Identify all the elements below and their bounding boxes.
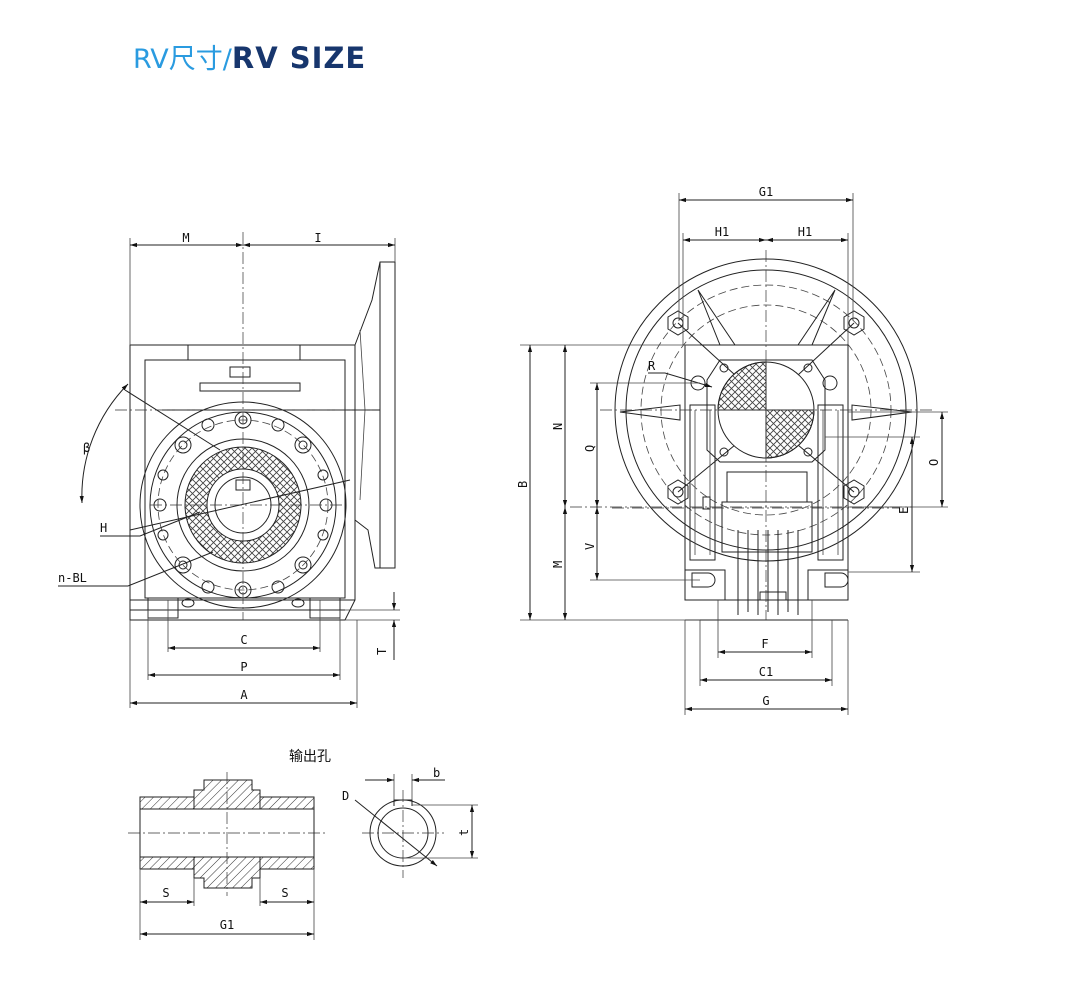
output-hole-caption: 输出孔 (289, 749, 331, 765)
front-view: G1 H1 H1 R B N M Q V (516, 185, 948, 715)
dim-label-G: G (762, 694, 769, 708)
page-title: RV尺寸/RV SIZE (133, 38, 366, 78)
front-corner-bolts (667, 310, 865, 505)
dim-label-M: M (182, 231, 189, 245)
dim-label-Q: Q (583, 445, 597, 452)
dim-label-B: B (516, 481, 530, 488)
dim-label-G1-hole: G1 (220, 918, 234, 932)
dim-label-C1: C1 (759, 665, 773, 679)
output-hole-section: S S G1 (128, 772, 326, 940)
dim-label-P: P (240, 660, 247, 674)
dim-label-H1-right: H1 (798, 225, 812, 239)
dim-label-b: b (433, 766, 440, 780)
dim-label-S-left: S (162, 886, 169, 900)
dim-label-R: R (648, 359, 656, 373)
side-view: M I β H n-BL C P A T (58, 231, 400, 708)
output-hole-view: 输出孔 S S G1 (128, 749, 478, 940)
dim-label-T: T (375, 648, 389, 655)
dim-label-D: D (342, 789, 349, 803)
output-hole-end-view: D b t (342, 766, 478, 878)
dim-label-C: C (240, 633, 247, 647)
side-housing (129, 261, 396, 621)
side-flange (115, 232, 372, 620)
dim-label-A: A (240, 688, 248, 702)
dim-label-nBL: n-BL (58, 571, 87, 585)
dim-label-M-front: M (551, 561, 565, 568)
dim-label-E: E (897, 507, 911, 514)
front-dimensions: G1 H1 H1 R B N M Q V (516, 185, 948, 715)
dim-label-O: O (927, 459, 941, 466)
dim-label-N: N (551, 423, 565, 430)
title-english: RV SIZE (231, 41, 367, 75)
dim-label-beta: β (83, 441, 90, 455)
dim-label-G1-front: G1 (759, 185, 773, 199)
dim-label-I: I (314, 231, 321, 245)
dim-label-H: H (100, 521, 107, 535)
side-dimensions: M I β H n-BL C P A T (58, 231, 400, 708)
dim-label-F: F (761, 637, 768, 651)
dim-label-S-right: S (281, 886, 288, 900)
title-chinese: RV尺寸/ (133, 44, 232, 75)
dim-label-t: t (457, 829, 471, 836)
dim-label-H1-left: H1 (715, 225, 729, 239)
dim-label-V: V (583, 543, 597, 550)
